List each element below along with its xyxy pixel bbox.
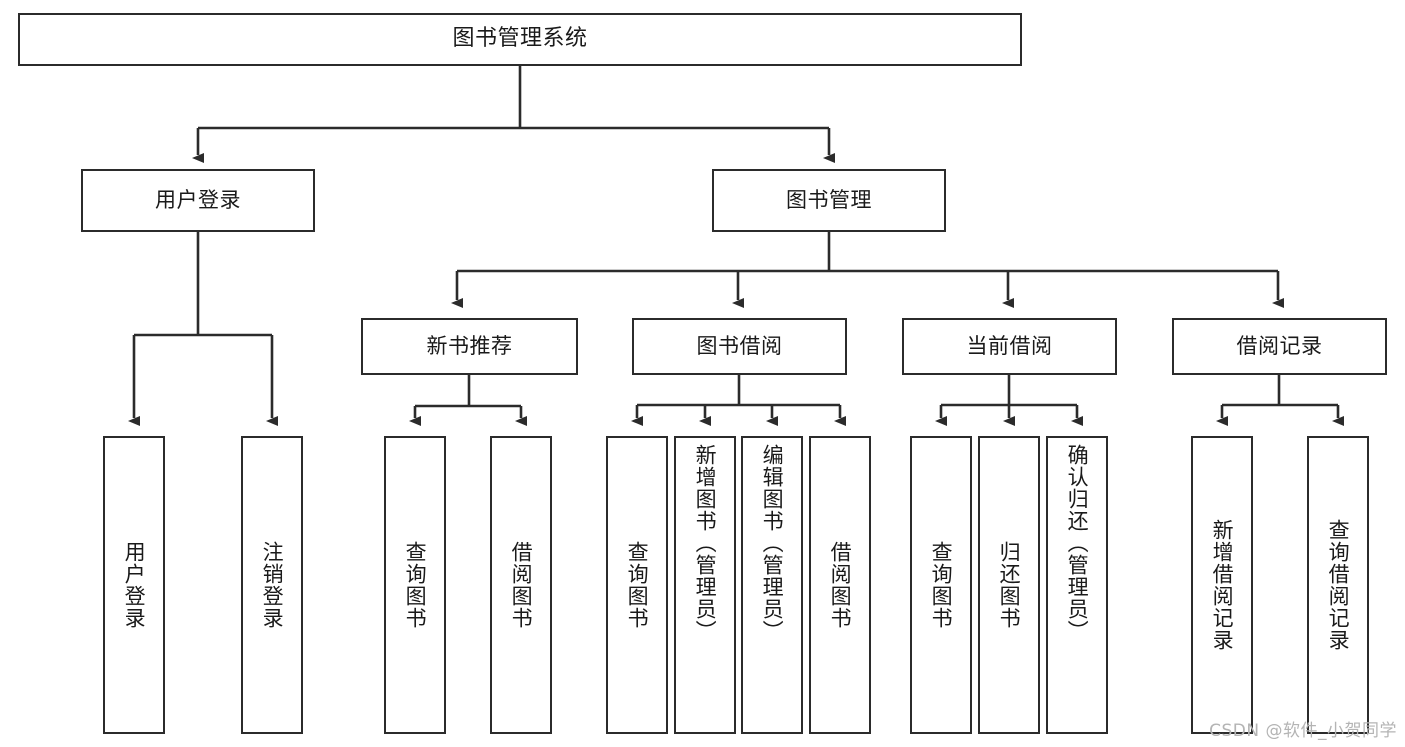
node-label: 查询图书 (625, 541, 650, 629)
node-label: 借阅图书 (509, 541, 534, 629)
leaf-current-query-book[interactable]: 查询图书 (910, 436, 972, 734)
leaf-record-add-borrow-record[interactable]: 新增借阅记录 (1191, 436, 1253, 734)
leaf-recommend-borrow-book[interactable]: 借阅图书 (490, 436, 552, 734)
leaf-user-logout[interactable]: 注销登录 (241, 436, 303, 734)
node-label: 图书管理 (786, 187, 872, 212)
node-label: 借阅图书 (828, 541, 853, 629)
leaf-borrow-edit-book-admin[interactable]: 编辑图书（管理员） (741, 436, 803, 734)
leaf-borrow-borrow-book[interactable]: 借阅图书 (809, 436, 871, 734)
node-label: 借阅记录 (1236, 333, 1323, 358)
node-current-borrow[interactable]: 当前借阅 (902, 318, 1117, 375)
node-label: 新增借阅记录 (1210, 519, 1235, 651)
node-root-book-management-system[interactable]: 图书管理系统 (18, 13, 1022, 66)
node-label: 图书借阅 (696, 333, 783, 358)
node-label: 用户登录 (155, 187, 241, 212)
node-book-borrow[interactable]: 图书借阅 (632, 318, 847, 375)
node-new-book-recommend[interactable]: 新书推荐 (361, 318, 578, 375)
leaf-user-login[interactable]: 用户登录 (103, 436, 165, 734)
node-label: 查询借阅记录 (1326, 519, 1351, 651)
node-label: 图书管理系统 (452, 26, 588, 52)
csdn-watermark: CSDN @软件_小贺同学 (1209, 721, 1397, 741)
node-label: 新书推荐 (426, 333, 513, 358)
node-book-management[interactable]: 图书管理 (712, 169, 946, 232)
leaf-borrow-add-book-admin[interactable]: 新增图书（管理员） (674, 436, 736, 734)
node-label: 当前借阅 (966, 333, 1053, 358)
node-user-login[interactable]: 用户登录 (81, 169, 315, 232)
node-label: 注销登录 (260, 541, 285, 629)
node-borrow-record[interactable]: 借阅记录 (1172, 318, 1387, 375)
node-label: 新增图书（管理员） (693, 444, 718, 642)
leaf-recommend-query-book[interactable]: 查询图书 (384, 436, 446, 734)
node-label: 编辑图书（管理员） (760, 444, 785, 642)
leaf-borrow-query-book[interactable]: 查询图书 (606, 436, 668, 734)
node-label: 确认归还（管理员） (1065, 444, 1090, 642)
node-label: 用户登录 (122, 541, 147, 629)
node-label: 查询图书 (929, 541, 954, 629)
leaf-record-query-borrow-record[interactable]: 查询借阅记录 (1307, 436, 1369, 734)
leaf-current-confirm-return-admin[interactable]: 确认归还（管理员） (1046, 436, 1108, 734)
node-label: 归还图书 (997, 541, 1022, 629)
node-label: 查询图书 (403, 541, 428, 629)
leaf-current-return-book[interactable]: 归还图书 (978, 436, 1040, 734)
